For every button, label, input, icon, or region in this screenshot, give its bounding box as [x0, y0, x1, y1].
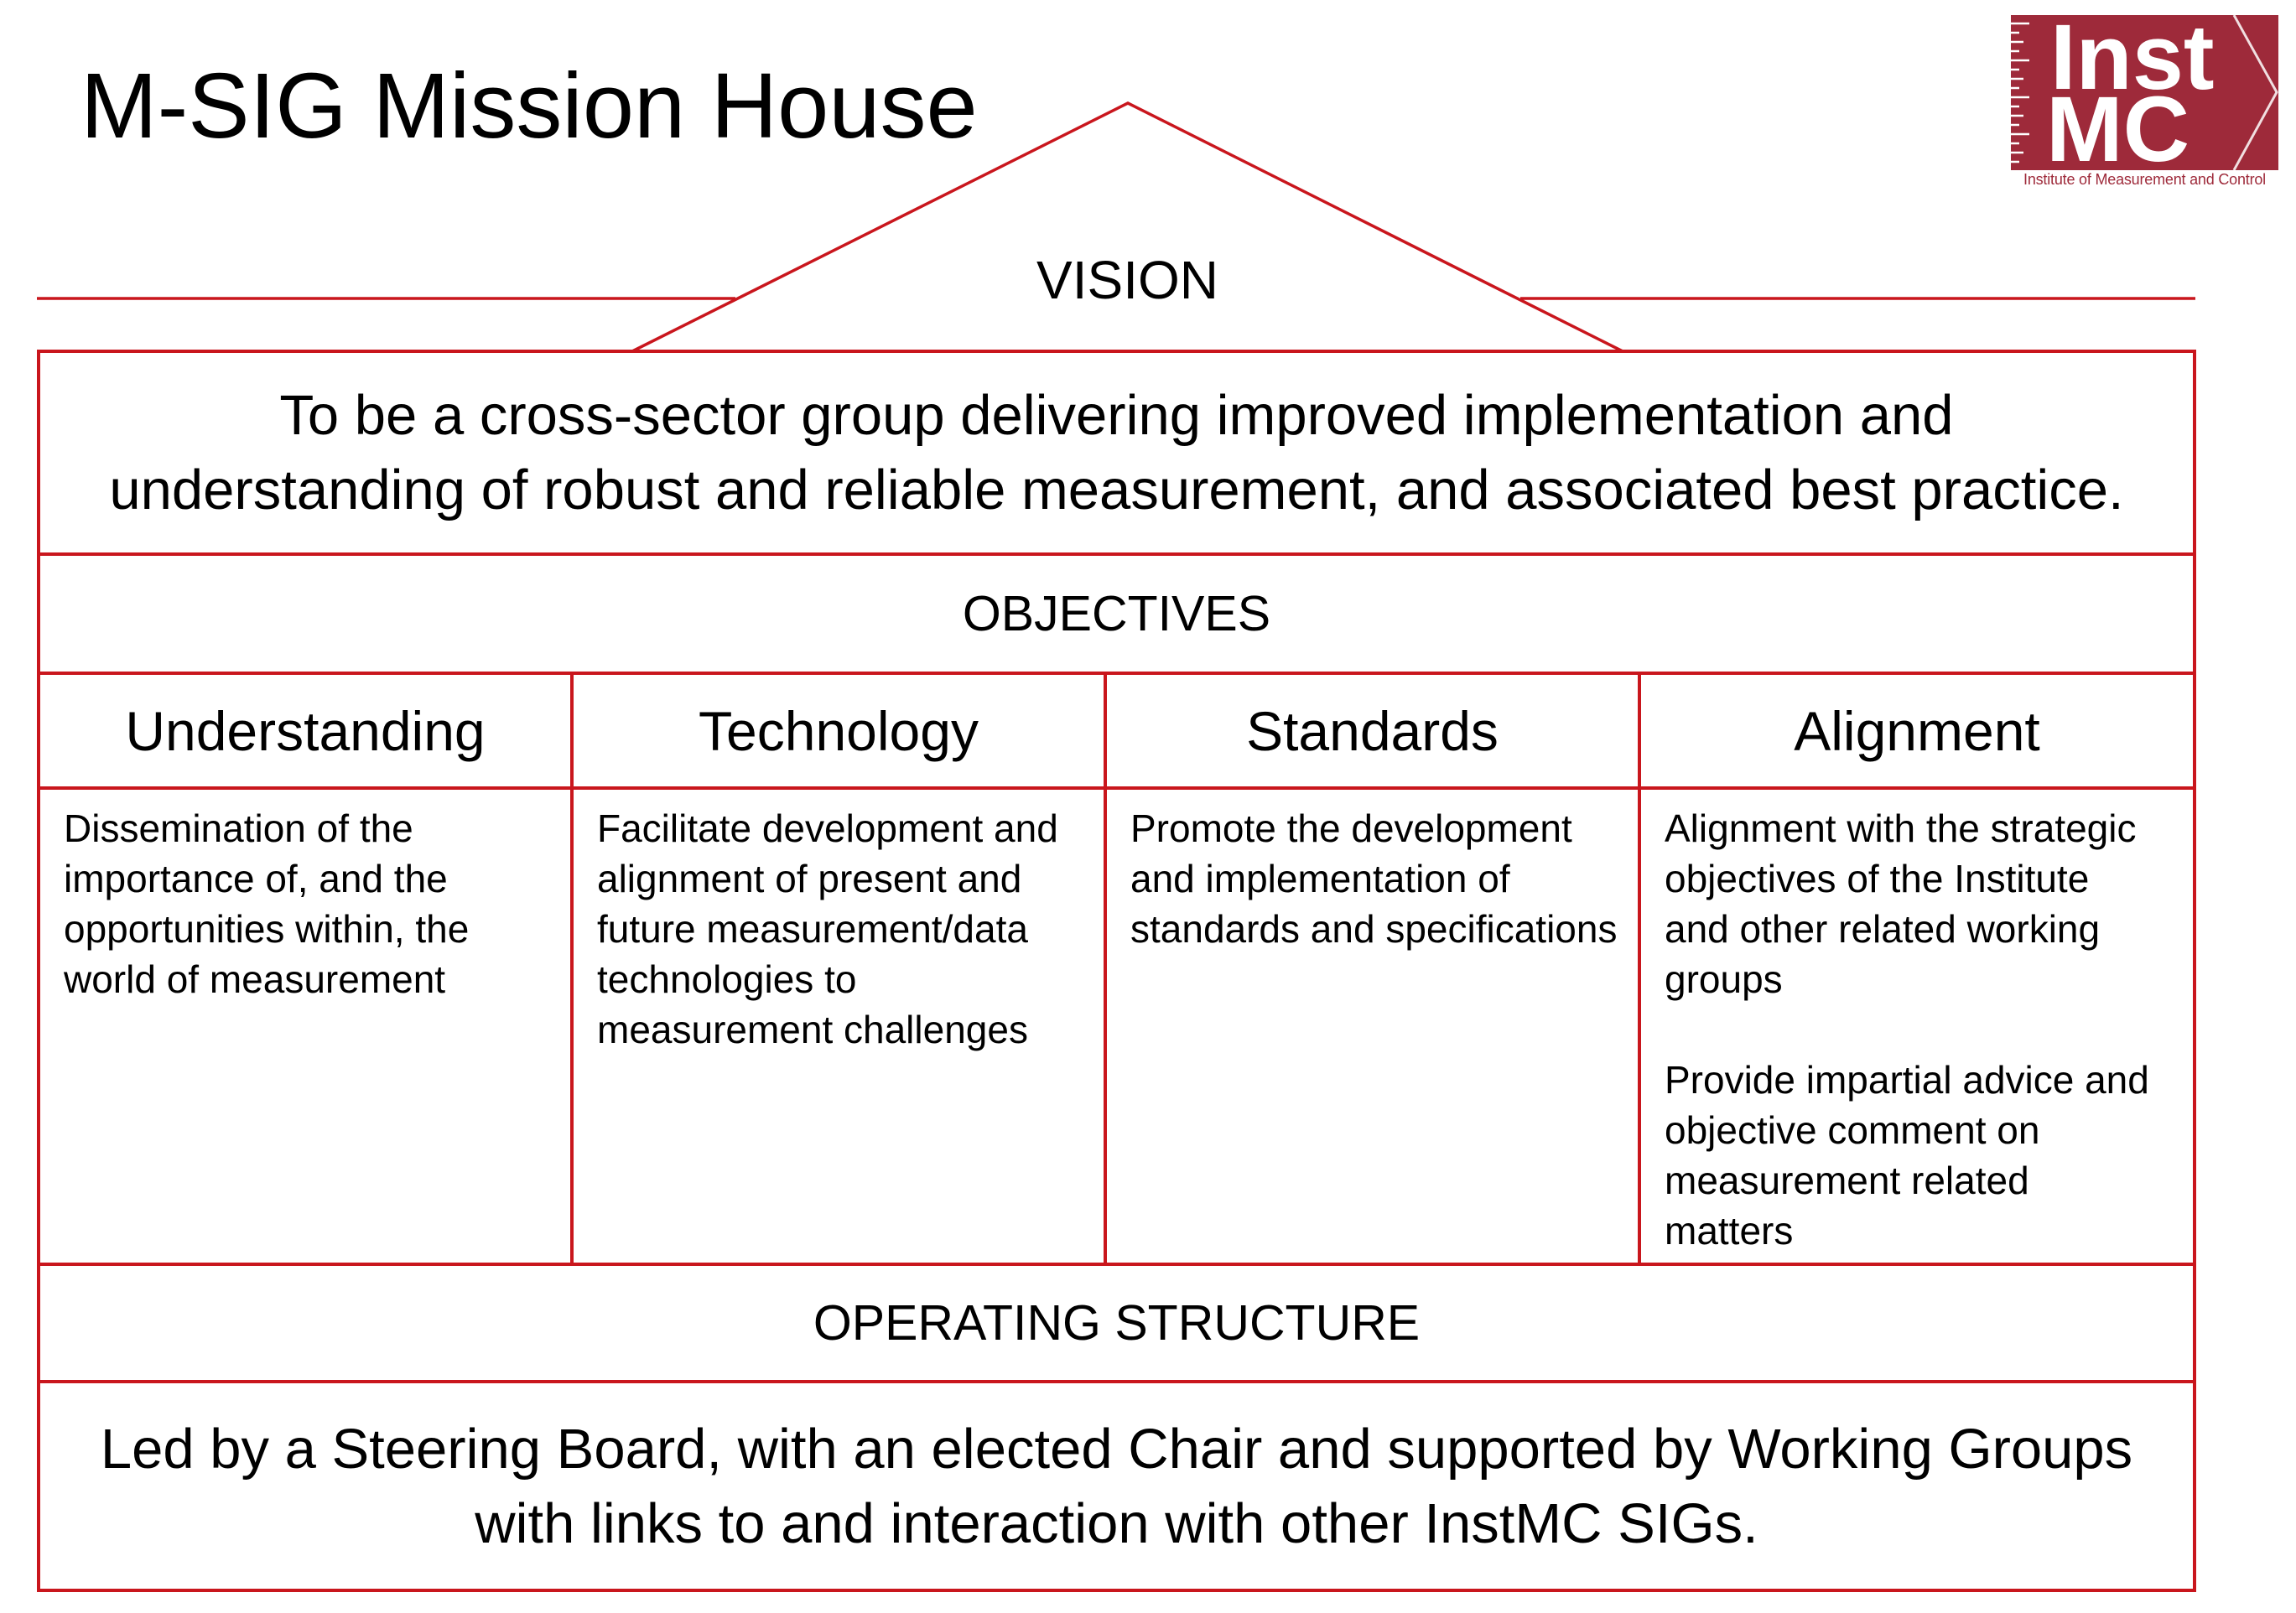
column-body-text: Alignment with the strategic objectives … — [1665, 806, 2137, 1001]
column-heading-standards: Standards — [1107, 675, 1638, 786]
column-heading-alignment: Alignment — [1641, 675, 2193, 786]
column-heading-understanding: Understanding — [40, 675, 570, 786]
page-title: M-SIG Mission House — [81, 54, 978, 158]
house-roof — [37, 101, 2195, 353]
operating-structure-statement-cell: Led by a Steering Board, with an elected… — [40, 1383, 2193, 1589]
logo-ruler-graphic — [2011, 22, 2029, 163]
column-body-text: Facilitate development and alignment of … — [597, 806, 1058, 1051]
roof-triangle — [631, 101, 1623, 353]
column-heading-label: Standards — [1246, 699, 1499, 762]
column-body-text: Dissemination of the importance of, and … — [64, 806, 470, 1001]
logo-caption: Institute of Measurement and Control — [2023, 171, 2266, 188]
vision-statement-cell: To be a cross-sector group delivering im… — [40, 353, 2193, 552]
logo-text-mc: MC — [2046, 78, 2190, 171]
column-body-alignment: Alignment with the strategic objectives … — [1641, 790, 2193, 1263]
column-body-understanding: Dissemination of the importance of, and … — [40, 790, 570, 1263]
column-heading-technology: Technology — [574, 675, 1104, 786]
instmc-logo: Inst MC — [2011, 15, 2278, 170]
column-body-text: Promote the development and implementati… — [1130, 806, 1618, 951]
vision-statement: To be a cross-sector group delivering im… — [109, 384, 2124, 521]
column-body-technology: Facilitate development and alignment of … — [574, 790, 1104, 1263]
column-heading-label: Alignment — [1794, 699, 2040, 762]
mission-house-frame: To be a cross-sector group delivering im… — [37, 350, 2196, 1592]
operating-structure-statement: Led by a Steering Board, with an elected… — [100, 1417, 2133, 1555]
operating-structure-heading: OPERATING STRUCTURE — [813, 1294, 1421, 1351]
column-body-text: Provide impartial advice and objective c… — [1665, 1058, 2149, 1253]
column-body-standards: Promote the development and implementati… — [1107, 790, 1638, 1263]
column-heading-label: Understanding — [125, 699, 486, 762]
objectives-heading-cell: OBJECTIVES — [40, 556, 2193, 672]
operating-structure-heading-cell: OPERATING STRUCTURE — [40, 1266, 2193, 1380]
logo-chevron-graphic — [2232, 15, 2278, 170]
logo-text-inst: Inst — [2050, 15, 2215, 109]
vision-heading: VISION — [1036, 250, 1218, 310]
objectives-heading: OBJECTIVES — [962, 585, 1271, 641]
column-heading-label: Technology — [699, 699, 979, 762]
logo-graphic — [2011, 15, 2278, 170]
